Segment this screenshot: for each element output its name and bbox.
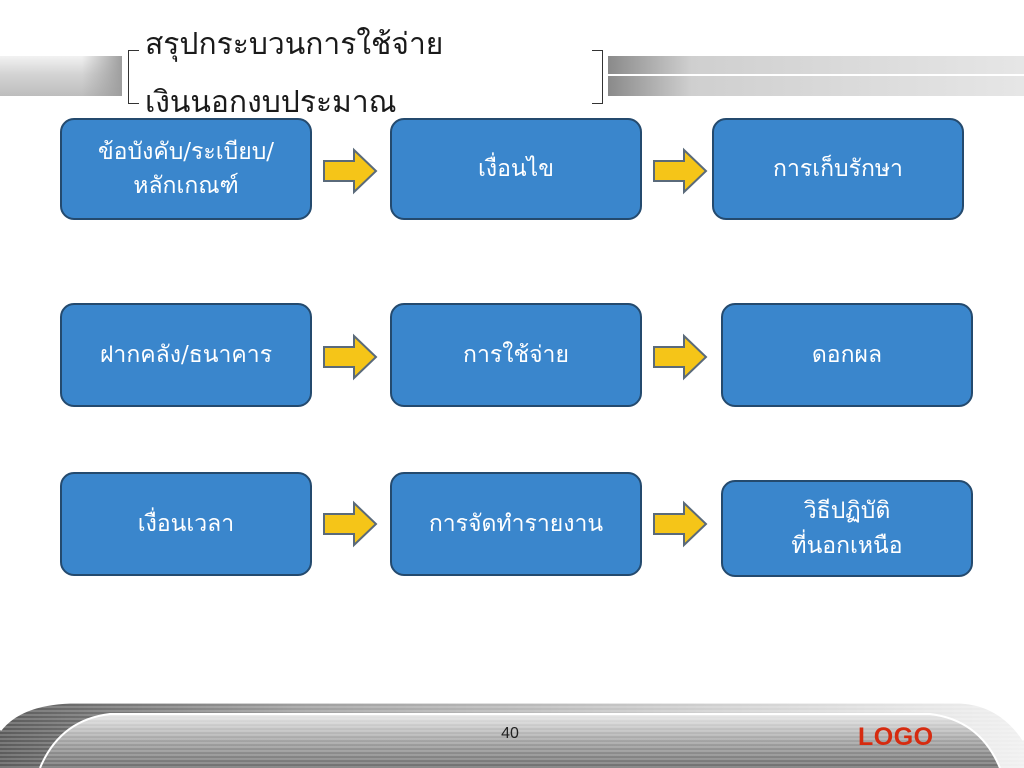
- box-label: ที่นอกเหนือ: [791, 532, 903, 559]
- right-arrow-icon: [323, 500, 378, 548]
- box-interest: ดอกผล: [721, 303, 973, 407]
- right-arrow-icon: [323, 147, 378, 195]
- title-bracket-left: [128, 50, 139, 104]
- box-storage: การเก็บรักษา: [712, 118, 964, 220]
- box-conditions: เงื่อนไข: [390, 118, 642, 220]
- header-bar-left: [0, 56, 122, 96]
- box-label: ดอกผล: [811, 341, 883, 368]
- box-label: เงื่อนเวลา: [137, 510, 235, 537]
- box-deposit: ฝากคลัง/ธนาคาร: [60, 303, 312, 407]
- box-spending: การใช้จ่าย: [390, 303, 642, 407]
- box-reporting: การจัดทำรายงาน: [390, 472, 642, 576]
- box-label: การจัดทำรายงาน: [428, 510, 604, 537]
- box-time-conditions: เงื่อนเวลา: [60, 472, 312, 576]
- right-arrow-icon: [323, 333, 378, 381]
- box-other-procedures: วิธีปฏิบัติ ที่นอกเหนือ: [721, 480, 973, 577]
- box-label: ข้อบังคับ/ระเบียบ/: [97, 138, 275, 165]
- box-label: วิธีปฏิบัติ: [803, 498, 891, 524]
- title-line-1: สรุปกระบวนการใช้จ่าย: [145, 27, 444, 62]
- page-number: 40: [501, 725, 519, 742]
- box-label: การเก็บรักษา: [773, 155, 903, 182]
- box-label: ฝากคลัง/ธนาคาร: [99, 341, 273, 368]
- header-bar-right: [608, 56, 1024, 96]
- title-line-2: เงินนอกงบประมาณ: [145, 85, 397, 120]
- right-arrow-icon: [653, 500, 708, 548]
- box-label: เงื่อนไข: [478, 155, 554, 182]
- box-label: หลักเกณฑ์: [133, 173, 239, 199]
- right-arrow-icon: [653, 333, 708, 381]
- right-arrow-icon: [653, 147, 708, 195]
- footer-band: [0, 700, 1024, 768]
- slide-title: สรุปกระบวนการใช้จ่าย เงินนอกงบประมาณ: [145, 16, 585, 132]
- box-label: การใช้จ่าย: [463, 341, 569, 368]
- title-bracket-right: [592, 50, 603, 104]
- box-regulations: ข้อบังคับ/ระเบียบ/ หลักเกณฑ์: [60, 118, 312, 220]
- logo: LOGO: [858, 723, 934, 751]
